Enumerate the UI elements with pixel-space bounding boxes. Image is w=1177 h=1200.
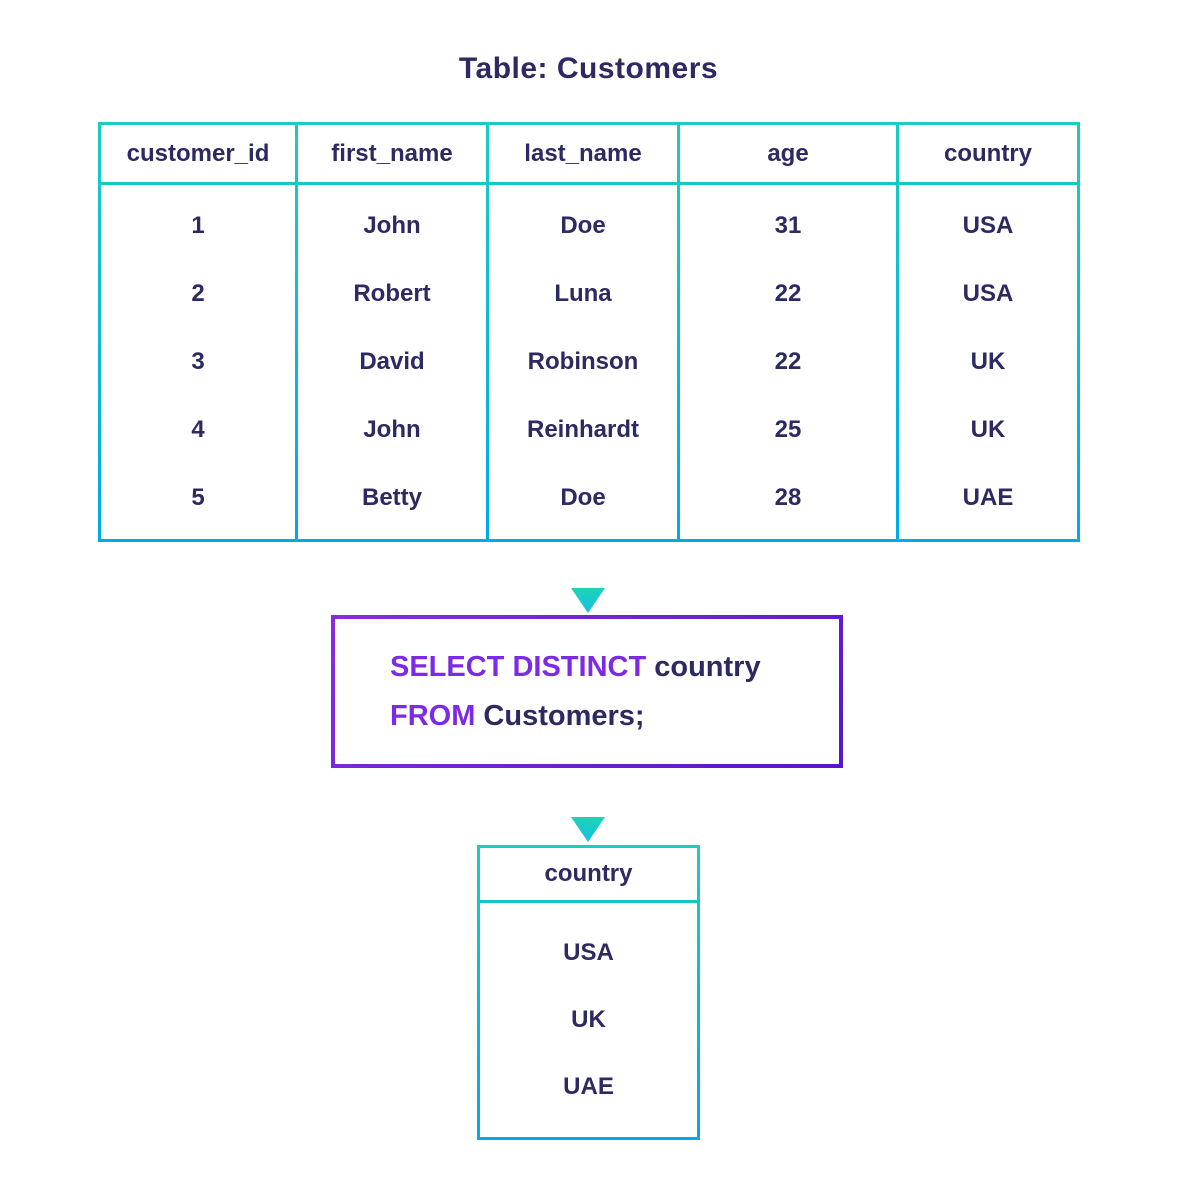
table-cell: UK <box>970 416 1006 443</box>
sql-argument: Customers; <box>475 699 645 732</box>
table-cell: David <box>359 348 425 375</box>
table-cell: USA <box>563 939 614 966</box>
table-cell: 1 <box>191 212 205 239</box>
column-header-age: age <box>680 125 896 182</box>
table-cell: 4 <box>191 416 205 443</box>
table-cell: 25 <box>774 416 802 443</box>
table-cell: 28 <box>774 484 802 511</box>
table-cell: Betty <box>361 484 422 511</box>
column-header-customer-id: customer_id <box>101 125 295 182</box>
table-cell: 5 <box>191 484 205 511</box>
table-cell: Reinhardt <box>526 416 639 443</box>
table-cell: Robert <box>353 280 431 307</box>
sql-query-line-1: SELECT DISTINCT country <box>390 643 839 692</box>
table-column-customer-id: 1 2 3 4 5 <box>101 185 295 539</box>
column-header-last-name: last_name <box>489 125 677 182</box>
table-cell: John <box>363 416 421 443</box>
table-cell: 31 <box>774 212 802 239</box>
result-column-header-country: country <box>480 848 697 900</box>
table-cell: Robinson <box>527 348 639 375</box>
table-cell: John <box>363 212 421 239</box>
table-column-age: 31 22 22 25 28 <box>680 185 896 539</box>
table-cell: UAE <box>563 1073 614 1100</box>
table-column-country: USA USA UK UK UAE <box>899 185 1077 539</box>
sql-argument: country <box>646 650 761 683</box>
down-arrow-icon <box>571 770 605 842</box>
column-header-first-name: first_name <box>298 125 486 182</box>
column-header-country: country <box>899 125 1077 182</box>
sql-keyword: SELECT DISTINCT <box>390 650 647 683</box>
result-table: country USA UK UAE <box>477 845 700 1140</box>
table-cell: UAE <box>962 484 1014 511</box>
diagram-title: Table: Customers <box>458 52 719 85</box>
table-cell: 3 <box>191 348 205 375</box>
table-cell: 2 <box>191 280 205 307</box>
down-arrow-icon <box>571 544 605 613</box>
table-cell: 22 <box>774 348 802 375</box>
table-cell: USA <box>962 212 1014 239</box>
sql-query-line-2: FROM Customers; <box>390 692 839 741</box>
table-cell: Luna <box>554 280 612 307</box>
table-cell: Doe <box>560 484 606 511</box>
table-cell: 22 <box>774 280 802 307</box>
customers-table: customer_id 1 2 3 4 5 first_name John Ro… <box>98 122 1080 542</box>
table-column-last-name: Doe Luna Robinson Reinhardt Doe <box>489 185 677 539</box>
table-cell: USA <box>962 280 1014 307</box>
sql-keyword: FROM <box>390 699 476 732</box>
table-cell: UK <box>970 348 1006 375</box>
table-cell: UK <box>571 1006 606 1033</box>
table-column-first-name: John Robert David John Betty <box>298 185 486 539</box>
sql-query-box: SELECT DISTINCT country FROM Customers; <box>331 615 843 768</box>
result-column-country: USA UK UAE <box>480 903 697 1137</box>
table-cell: Doe <box>560 212 606 239</box>
